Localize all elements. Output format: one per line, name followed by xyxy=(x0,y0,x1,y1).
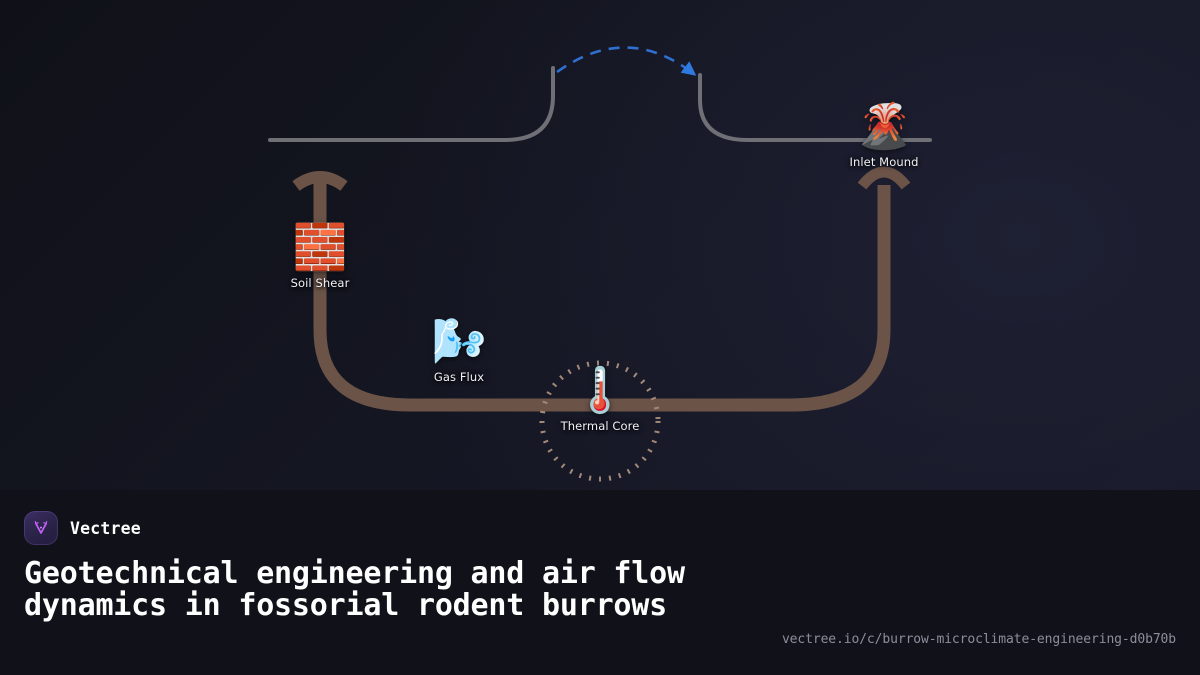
volcano-icon: 🌋 xyxy=(856,101,912,152)
diagram-node-soil-shear[interactable]: 🧱 Soil Shear xyxy=(290,222,350,291)
thermometer-icon: 🌡️ xyxy=(572,365,628,416)
page-url: vectree.io/c/burrow-microclimate-enginee… xyxy=(781,632,1176,647)
diagram-node-inlet-mound[interactable]: 🌋 Inlet Mound xyxy=(849,101,919,170)
burrow-diagram: 🧱 Soil Shear 🌬️ Gas Flux 🌡️ Thermal Core… xyxy=(268,46,932,482)
burrow-tunnel-path xyxy=(313,180,891,412)
air-flow-arc-arrow xyxy=(556,46,697,76)
diagram-node-gas-flux[interactable]: 🌬️ Gas Flux xyxy=(431,316,487,385)
page-title: Geotechnical engineering and air flow dy… xyxy=(24,556,685,624)
thermal-core-ring xyxy=(539,360,661,482)
wind-face-icon: 🌬️ xyxy=(431,316,487,367)
node-label-soil-shear: Soil Shear xyxy=(290,276,350,290)
brand-row: Vectree xyxy=(24,510,1176,546)
ground-surface-line-right xyxy=(698,73,932,142)
logo-glyph xyxy=(34,521,48,534)
footer-bar: Vectree Geotechnical engineering and air… xyxy=(0,490,1200,675)
diagram-node-thermal-core[interactable]: 🌡️ Thermal Core xyxy=(560,365,640,434)
left-shaft-arch-cap xyxy=(292,171,348,191)
node-label-gas-flux: Gas Flux xyxy=(433,370,485,384)
node-label-inlet-mound: Inlet Mound xyxy=(849,155,919,169)
diagram-svg xyxy=(268,46,932,482)
node-label-thermal-core: Thermal Core xyxy=(560,419,640,433)
vectree-v-logo-icon xyxy=(24,511,58,545)
brick-icon: 🧱 xyxy=(292,222,348,273)
right-shaft-arch-cap xyxy=(857,166,911,190)
ground-surface-line xyxy=(268,66,555,142)
brand-name: Vectree xyxy=(70,518,141,538)
